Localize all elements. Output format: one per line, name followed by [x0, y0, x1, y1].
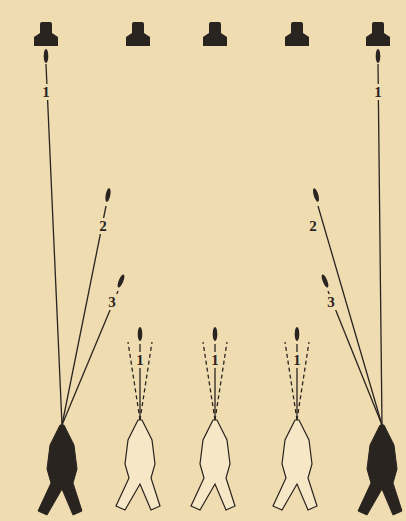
callout-number: 2 — [97, 218, 109, 234]
target-row — [34, 22, 390, 46]
target — [285, 22, 309, 46]
callout-number: 1 — [291, 352, 303, 368]
bullet — [138, 327, 143, 341]
shooter-figure — [38, 425, 82, 515]
bullet — [295, 327, 300, 341]
callout-number: 1 — [372, 84, 384, 100]
bullet — [44, 49, 49, 63]
shooter-figure — [358, 425, 402, 515]
bullet — [116, 274, 126, 289]
callout-number: 1 — [40, 84, 52, 100]
callout-number: 1 — [209, 352, 221, 368]
bullet — [104, 188, 111, 203]
shooter-outline — [273, 420, 317, 510]
callout-number: 3 — [106, 294, 118, 310]
callout-number: 1 — [134, 352, 146, 368]
trajectories — [46, 64, 382, 425]
shooter-outline — [116, 420, 160, 510]
bullet — [312, 188, 320, 203]
shooter-outline — [191, 420, 235, 510]
target — [203, 22, 227, 46]
bullet — [213, 327, 218, 341]
callout-number: 2 — [307, 218, 319, 234]
bullet — [320, 274, 330, 289]
target — [366, 22, 390, 46]
bullet — [376, 49, 381, 63]
callout-number: 3 — [325, 294, 337, 310]
shooters — [38, 420, 402, 515]
target — [126, 22, 150, 46]
bullets — [44, 49, 381, 341]
target — [34, 22, 58, 46]
